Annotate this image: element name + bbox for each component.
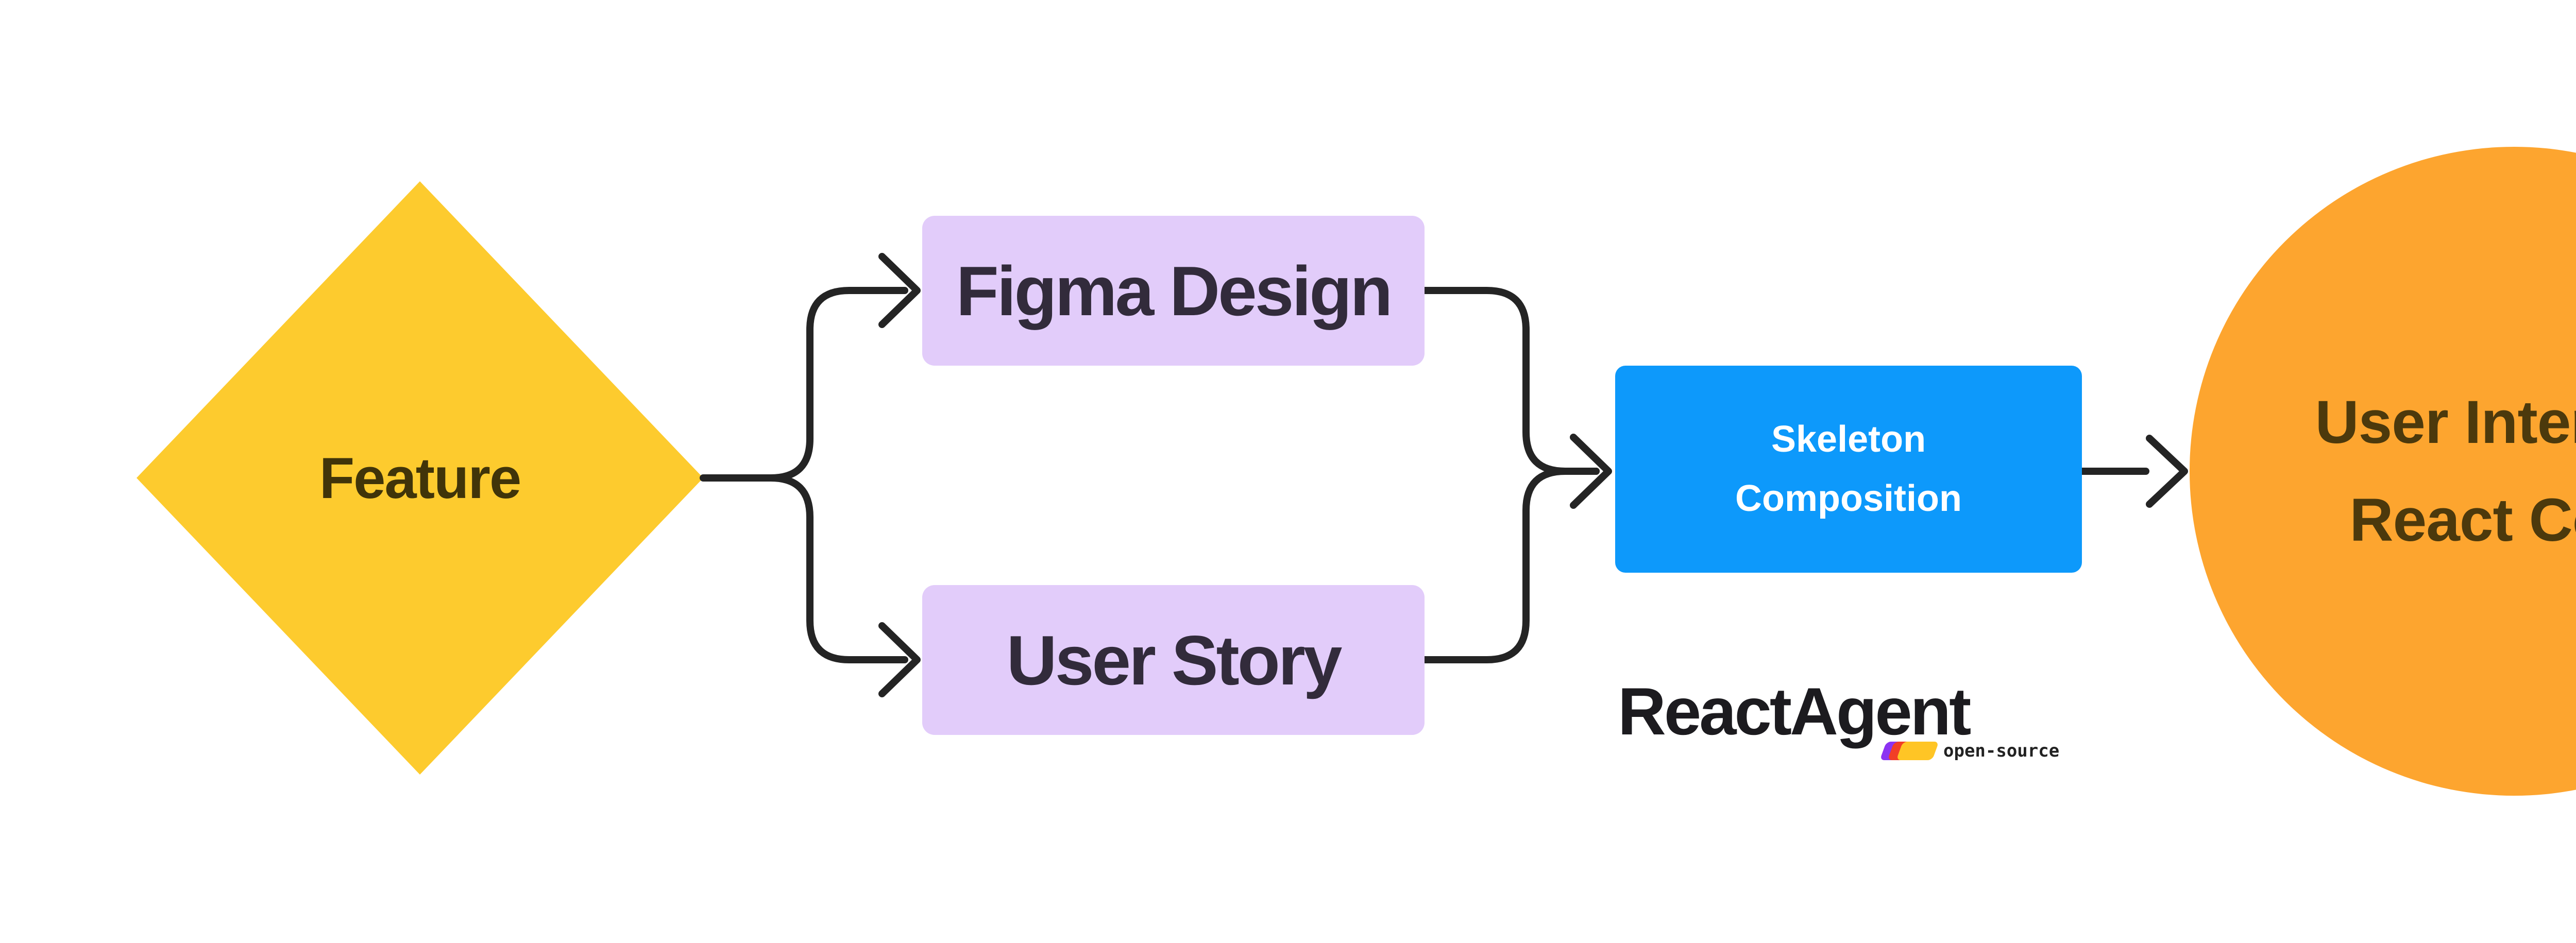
ui-react-code-line2: React Code <box>2349 486 2576 554</box>
connector-figma-to-skeleton <box>1421 287 1600 475</box>
arrowhead-into-figma <box>878 253 921 328</box>
reactagent-logo-icon <box>1879 742 1940 760</box>
reactagent-wordmark: ReactAgent <box>1618 674 1971 749</box>
feature-diamond-shape <box>137 181 703 775</box>
node-skeleton-composition: Skeleton Composition <box>1615 366 2082 573</box>
ui-react-code-line1: User Interface <box>2315 388 2576 456</box>
connector-feature-to-figma <box>700 287 908 482</box>
arrowhead-into-output <box>2146 435 2188 508</box>
skeleton-composition-line2: Composition <box>1735 478 1962 519</box>
node-figma-design: Figma Design <box>922 216 1425 366</box>
node-user-story: User Story <box>922 585 1425 735</box>
connector-feature-to-user-story <box>767 474 908 663</box>
logo-band-yellow <box>1896 742 1939 760</box>
figma-design-label: Figma Design <box>956 251 1393 330</box>
user-story-label: User Story <box>1006 621 1343 699</box>
open-source-tagline: open-source <box>1943 741 2060 761</box>
arrowhead-into-user-story <box>878 622 921 697</box>
connector-user-story-to-skeleton <box>1421 468 1600 663</box>
skeleton-composition-line1: Skeleton <box>1771 419 1926 460</box>
arrowhead-into-skeleton <box>1570 434 1612 509</box>
